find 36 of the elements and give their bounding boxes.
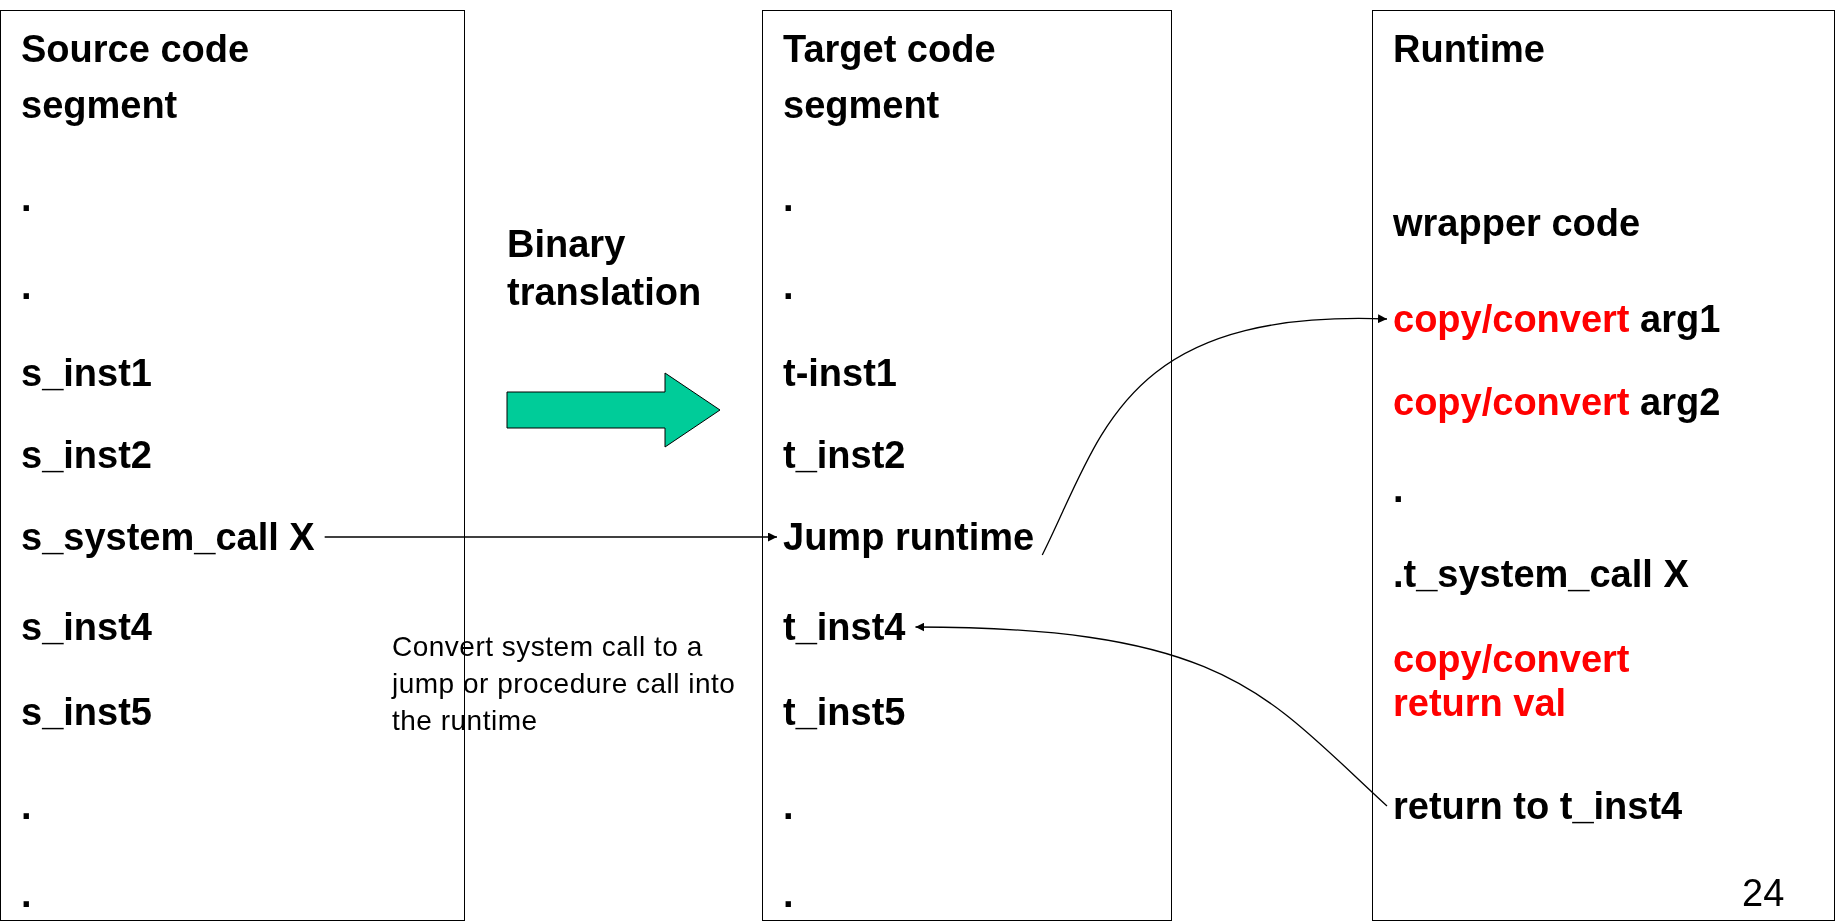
- code-line: .: [21, 784, 32, 828]
- arrow: [914, 622, 1388, 807]
- column-box: [762, 10, 1172, 921]
- arrow: [1041, 314, 1388, 556]
- code-line: copy/convert return val: [1393, 637, 1713, 725]
- code-line: t-inst1: [783, 351, 897, 395]
- code-line: s_system_call X: [21, 515, 315, 559]
- code-line: s_inst1: [21, 351, 152, 395]
- code-line: t_inst4: [783, 605, 906, 649]
- code-line: t_inst2: [783, 433, 906, 477]
- code-line: s_inst5: [21, 690, 152, 734]
- code-line: .: [783, 784, 794, 828]
- code-line: .: [21, 264, 32, 308]
- code-line: .t_system_call X: [1393, 552, 1689, 596]
- code-line: copy/convert arg1: [1393, 297, 1721, 341]
- code-line: .: [21, 176, 32, 220]
- code-line: copy/convert arg2: [1393, 380, 1721, 424]
- code-line: return to t_inst4: [1393, 784, 1683, 828]
- code-line: .: [783, 264, 794, 308]
- code-line: .: [1393, 467, 1404, 511]
- code-line: .: [783, 872, 794, 916]
- column-heading: Runtime: [1393, 27, 1546, 72]
- column-heading: Source code segment: [21, 27, 251, 128]
- code-line: Jump runtime: [783, 515, 1035, 559]
- column-box: [1372, 10, 1835, 921]
- column-heading: Target code segment: [783, 27, 997, 128]
- code-line: .: [783, 176, 794, 220]
- edge-label: Binary translation: [507, 222, 703, 315]
- code-line: wrapper code: [1393, 201, 1641, 245]
- code-line: s_inst4: [21, 605, 152, 649]
- arrow: [324, 532, 778, 542]
- block-arrow: [506, 372, 721, 448]
- code-line: s_inst2: [21, 433, 152, 477]
- page-number: 24: [1742, 872, 1785, 915]
- code-line: t_inst5: [783, 690, 906, 734]
- code-line: .: [21, 872, 32, 916]
